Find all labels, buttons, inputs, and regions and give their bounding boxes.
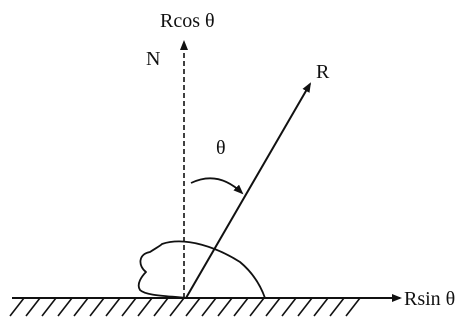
ground-hatching xyxy=(9,297,361,317)
angle-label: θ xyxy=(216,137,226,159)
angle-arc xyxy=(190,177,244,195)
resultant-force-arrow xyxy=(185,82,312,299)
resultant-force-label: R xyxy=(316,61,330,83)
horizontal-component-label: Rsin θ xyxy=(404,288,455,310)
vertical-component-label: Rcos θ xyxy=(160,10,215,32)
normal-force-label: N xyxy=(146,48,160,70)
foot-outline xyxy=(137,240,266,299)
